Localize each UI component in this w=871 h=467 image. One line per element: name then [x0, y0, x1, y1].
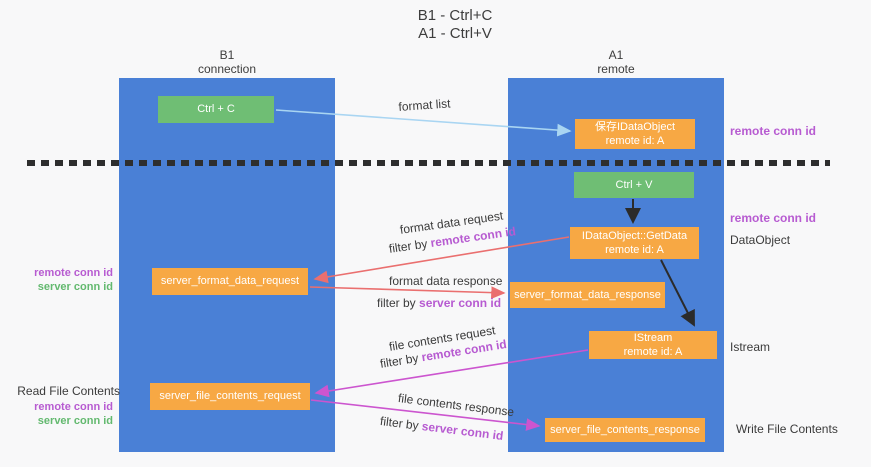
save-idataobject-box: 保存IDataObject remote id: A	[575, 119, 695, 149]
column-b1-role: connection	[197, 61, 257, 76]
server-format-data-request-box: server_format_data_request	[152, 268, 308, 295]
column-a1-role: remote	[597, 61, 635, 76]
dataobject-annotation: DataObject	[730, 233, 791, 247]
server-file-contents-response-label: server_file_contents_response	[550, 423, 700, 436]
server-file-contents-request-box: server_file_contents_request	[150, 383, 310, 410]
filter-by-text: filter by	[388, 236, 432, 256]
server-conn-id-annotation-left-1: server conn id	[37, 281, 113, 293]
remote-conn-id-annotation-left-2: remote conn id	[34, 401, 113, 413]
istream-box: IStream remote id: A	[589, 331, 717, 359]
filter-by-text: filter by	[377, 296, 420, 310]
getdata-line2: remote id: A	[605, 244, 664, 256]
ctrl-v-action-box: Ctrl + V	[574, 172, 694, 198]
remote-conn-id-annotation-top: remote conn id	[730, 124, 817, 138]
server-file-contents-response-box: server_file_contents_response	[545, 418, 705, 442]
column-b1-name: B1	[219, 48, 235, 62]
ctrl-v-label: Ctrl + V	[615, 178, 653, 191]
filter-by-text: filter by	[379, 414, 423, 434]
filter-by-text: filter by	[379, 350, 423, 371]
format-list-label: format list	[398, 96, 451, 114]
file-contents-response-label: file contents response	[397, 391, 515, 420]
idataobject-getdata-box: IDataObject::GetData remote id: A	[570, 227, 699, 259]
column-header-a1: A1 remote	[508, 48, 724, 77]
column-header-b1: B1 connection	[119, 48, 335, 77]
save-idataobject-line1: 保存IDataObject	[594, 120, 676, 133]
filter-by-server-conn-id-label-2: filter by server conn id	[379, 414, 504, 443]
istream-line2: remote id: A	[623, 346, 683, 358]
title-line-1: B1 - Ctrl+C	[417, 7, 493, 24]
server-conn-id-text: server conn id	[419, 296, 502, 310]
ctrl-c-label: Ctrl + C	[197, 103, 235, 116]
istream-annotation: Istream	[730, 340, 771, 354]
server-file-contents-request-label: server_file_contents_request	[159, 390, 301, 403]
server-format-data-request-label: server_format_data_request	[160, 275, 300, 288]
write-file-contents-annotation: Write File Contents	[736, 422, 838, 436]
remote-conn-id-annotation-mid: remote conn id	[730, 211, 817, 225]
ctrl-c-action-box: Ctrl + C	[158, 96, 274, 123]
diagram-title: B1 - Ctrl+C A1 - Ctrl+V	[380, 7, 530, 43]
read-file-contents-annotation: Read File Contents	[17, 384, 120, 398]
column-a1-name: A1	[608, 48, 624, 62]
title-line-2: A1 - Ctrl+V	[418, 25, 492, 42]
filter-by-server-conn-id-label-1: filter by server conn id	[377, 296, 501, 310]
istream-line1: IStream	[633, 331, 673, 344]
server-conn-id-annotation-left-2: server conn id	[37, 415, 113, 427]
server-conn-id-text: server conn id	[420, 419, 505, 444]
server-format-data-response-label: server_format_data_response	[514, 288, 661, 301]
format-data-response-label: format data response	[389, 274, 503, 288]
remote-conn-id-annotation-left-1: remote conn id	[34, 267, 113, 279]
getdata-line1: IDataObject::GetData	[581, 229, 688, 242]
save-idataobject-line2: remote id: A	[605, 135, 665, 147]
server-format-data-response-box: server_format_data_response	[510, 282, 665, 308]
